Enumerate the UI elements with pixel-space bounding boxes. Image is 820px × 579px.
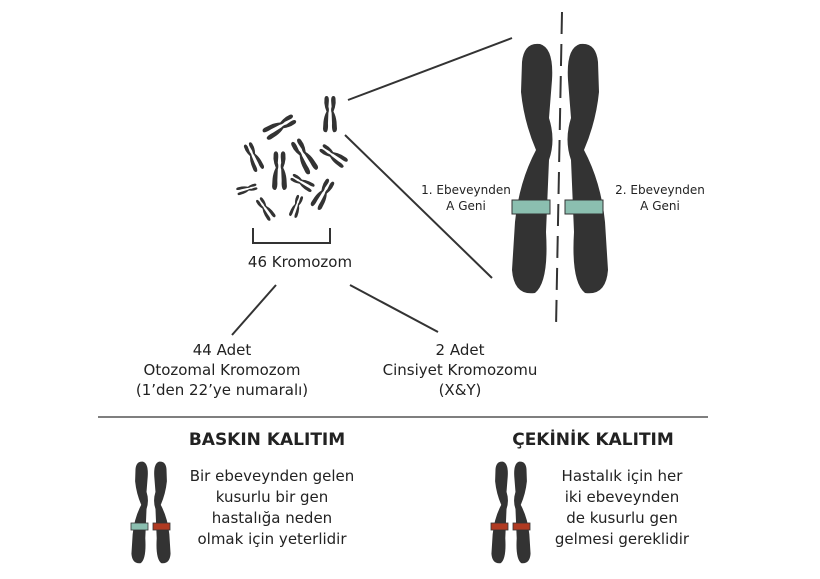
branch-line-sex — [349, 284, 439, 333]
dominant-chromosome — [130, 462, 171, 564]
chromatid-left — [512, 43, 553, 294]
autosomal-line1: 44 Adet — [192, 341, 252, 359]
recessive-line: gelmesi gereklidir — [554, 530, 690, 548]
autosomal-line2: Otozomal Kromozom — [143, 361, 301, 379]
small-chromosome — [236, 182, 258, 195]
dominant-line: olmak için yeterlidir — [197, 530, 347, 548]
dominant-description: Bir ebeveynden gelen kusurlu bir gen has… — [190, 466, 355, 550]
small-chromosome — [272, 151, 287, 190]
chromosome-cluster — [236, 96, 349, 222]
large-chromosome — [511, 43, 608, 294]
sex-line3: (X&Y) — [438, 381, 482, 399]
zoom-line-top — [347, 37, 513, 101]
small-chromosome — [318, 143, 349, 169]
gene-label-left-line1: 1. Ebeveynden — [421, 183, 511, 197]
healthy-gene-band — [130, 522, 149, 531]
cluster-label: 46 Kromozom — [247, 253, 353, 271]
recessive-line: de kusurlu gen — [566, 509, 678, 527]
chromatid-right — [567, 43, 608, 294]
gene-label-right-line2: A Geni — [640, 199, 680, 213]
gene-label-right: 2. Ebeveynden A Geni — [615, 182, 705, 214]
defective-gene-band — [490, 522, 509, 531]
dominant-line: kusurlu bir gen — [215, 488, 329, 506]
defective-gene-band — [512, 522, 531, 531]
small-chromosome — [310, 177, 336, 211]
small-chromosome — [262, 112, 298, 140]
sex-chromosome-label: 2 Adet Cinsiyet Kromozomu (X&Y) — [383, 340, 538, 400]
gene-band-right — [564, 199, 604, 215]
recessive-line: iki ebeveynden — [564, 488, 680, 506]
small-chromosome — [242, 141, 265, 173]
small-chromosome — [289, 172, 315, 192]
branch-line-autosomal — [231, 284, 277, 336]
division-dashed-line — [555, 11, 563, 329]
recessive-description: Hastalık için her iki ebeveynden de kusu… — [555, 466, 689, 550]
gene-label-left: 1. Ebeveynden A Geni — [421, 182, 511, 214]
small-chromosome — [289, 137, 319, 175]
defective-gene-band — [152, 522, 171, 531]
zoom-line-bottom — [344, 134, 493, 279]
gene-label-left-line2: A Geni — [446, 199, 486, 213]
cluster-bracket — [252, 228, 331, 244]
dominant-line: Bir ebeveynden gelen — [189, 467, 355, 485]
recessive-chromosome — [490, 462, 531, 564]
small-chromosome — [323, 96, 337, 132]
sex-line1: 2 Adet — [435, 341, 485, 359]
small-chromosome — [288, 194, 304, 218]
dominant-line: hastalığa neden — [211, 509, 333, 527]
gene-band-left — [511, 199, 551, 215]
dominant-title: BASKIN KALITIM — [188, 430, 346, 450]
autosomal-line3: (1’den 22’ye numaralı) — [135, 381, 309, 399]
recessive-title: ÇEKİNİK KALITIM — [512, 430, 674, 450]
sex-line2: Cinsiyet Kromozomu — [382, 361, 538, 379]
small-chromosome — [255, 196, 277, 221]
recessive-line: Hastalık için her — [561, 467, 683, 485]
gene-label-right-line1: 2. Ebeveynden — [615, 183, 705, 197]
autosomal-label: 44 Adet Otozomal Kromozom (1’den 22’ye n… — [136, 340, 308, 400]
